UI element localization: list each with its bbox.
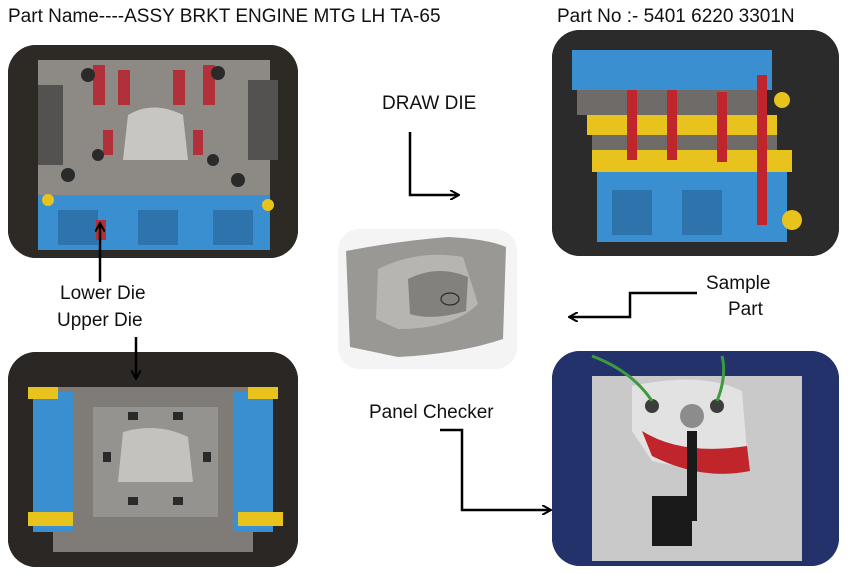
draw-die-photo: [552, 30, 839, 256]
sample-part-arrow: [570, 291, 697, 317]
panel-checker-label: Panel Checker: [369, 402, 494, 423]
lower-die-photo: [8, 45, 298, 258]
sample-part-label-line1: Sample: [706, 273, 771, 294]
sample-part-label-line2: Part: [728, 299, 763, 320]
panel-checker-arrow: [440, 428, 550, 510]
panel-checker-photo: [552, 351, 839, 566]
draw-die-arrow: [408, 132, 458, 195]
upper-die-photo: [8, 352, 298, 567]
part-name-title: Part Name----ASSY BRKT ENGINE MTG LH TA-…: [8, 6, 441, 27]
part-number: Part No :- 5401 6220 3301N: [557, 6, 795, 27]
sample-part-photo: [338, 229, 517, 369]
draw-die-label: DRAW DIE: [382, 93, 477, 114]
upper-die-label: Upper Die: [57, 310, 143, 331]
lower-die-label: Lower Die: [60, 283, 146, 304]
